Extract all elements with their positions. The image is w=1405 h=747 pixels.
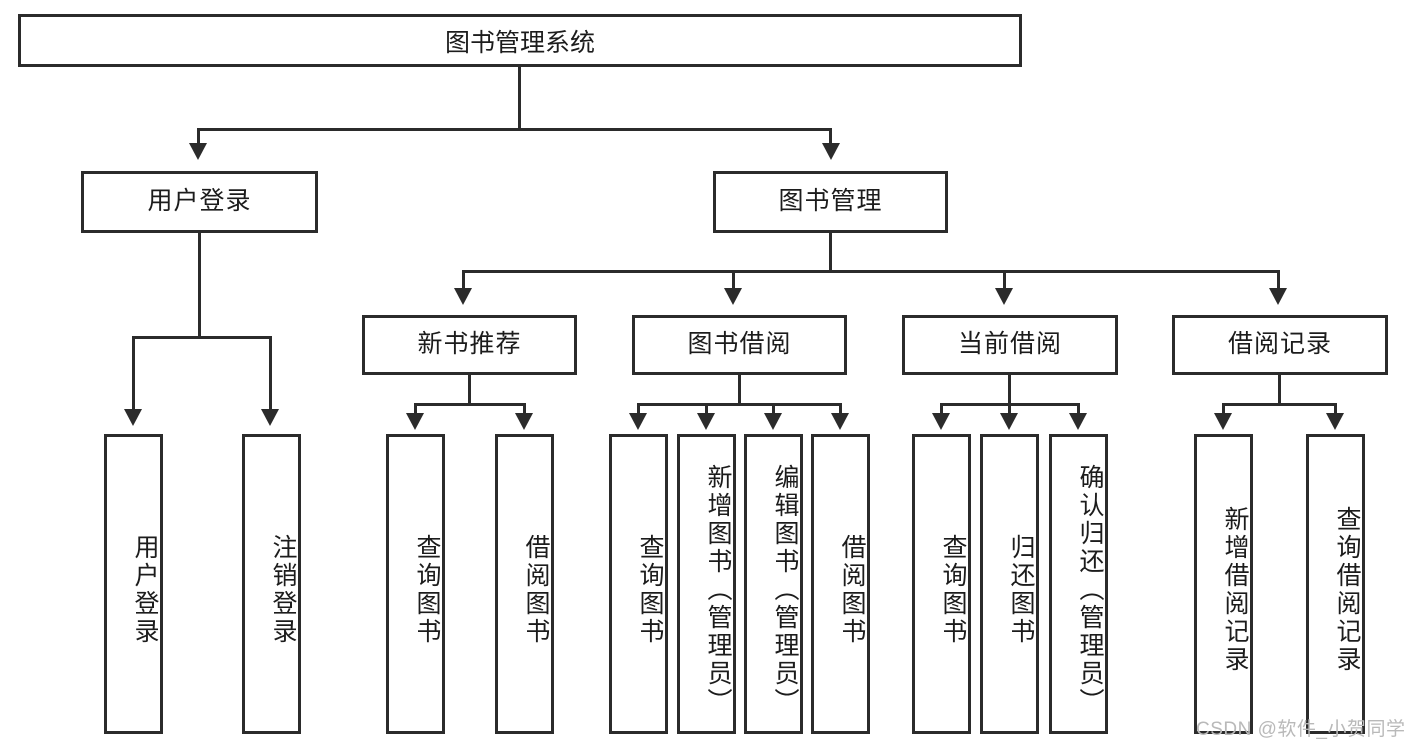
arrow-nbr-leaf-2 [515, 413, 533, 430]
arrow-bb-leaf-3 [764, 413, 782, 430]
leaf-return-book-label: 归还图书 [1007, 534, 1035, 646]
leaf-query-book-3-label: 查询图书 [939, 534, 967, 646]
connector-bb-bus [637, 403, 842, 406]
node-book-borrow-label: 图书借阅 [687, 330, 792, 359]
leaf-edit-book-admin[interactable]: 编辑图书（管理员） [744, 434, 803, 734]
connector-br-bus [1222, 403, 1337, 406]
node-borrow-record[interactable]: 借阅记录 [1172, 315, 1388, 375]
leaf-edit-book-admin-label: 编辑图书（管理员） [771, 464, 799, 716]
leaf-user-login[interactable]: 用户登录 [104, 434, 163, 734]
node-user-login-label: 用户登录 [147, 187, 252, 216]
connector-user-login-drop-2 [269, 336, 272, 411]
node-new-book-recommend[interactable]: 新书推荐 [362, 315, 577, 375]
arrow-bb-leaf-2 [697, 413, 715, 430]
leaf-borrow-book-2[interactable]: 借阅图书 [811, 434, 870, 734]
leaf-query-borrow-record[interactable]: 查询借阅记录 [1306, 434, 1365, 734]
connector-cb-drop-3 [1077, 403, 1080, 415]
arrow-nbr-leaf-1 [406, 413, 424, 430]
leaf-add-book-admin-label: 新增图书（管理员） [704, 464, 732, 716]
connector-bm-drop-3 [1003, 270, 1006, 290]
leaf-confirm-return-admin-label: 确认归还（管理员） [1076, 464, 1104, 716]
arrow-root-to-book-management [822, 143, 840, 160]
node-book-management[interactable]: 图书管理 [713, 171, 948, 233]
arrow-cb-leaf-1 [932, 413, 950, 430]
connector-nbr-bus [414, 403, 526, 406]
arrow-bm-to-current-borrow [995, 288, 1013, 305]
arrow-root-to-user-login [189, 143, 207, 160]
connector-bb-drop-4 [839, 403, 842, 415]
leaf-add-book-admin[interactable]: 新增图书（管理员） [677, 434, 736, 734]
arrow-br-leaf-2 [1326, 413, 1344, 430]
connector-bm-drop-1 [462, 270, 465, 290]
node-new-book-recommend-label: 新书推荐 [417, 330, 522, 359]
leaf-query-book-2[interactable]: 查询图书 [609, 434, 668, 734]
node-book-management-label: 图书管理 [778, 187, 883, 216]
connector-book-management-bus [462, 270, 1280, 273]
connector-bm-drop-4 [1277, 270, 1280, 290]
connector-br-drop-1 [1222, 403, 1225, 415]
connector-cb-drop-2 [1008, 403, 1011, 415]
arrow-user-login-leaf-1 [124, 409, 142, 426]
connector-br-stem [1278, 375, 1281, 405]
connector-nbr-stem [468, 375, 471, 405]
node-user-login[interactable]: 用户登录 [81, 171, 318, 233]
node-borrow-record-label: 借阅记录 [1227, 330, 1332, 359]
connector-cb-drop-1 [940, 403, 943, 415]
csdn-watermark: CSDN @软件_小贺同学 [1196, 719, 1405, 740]
connector-user-login-drop-1 [132, 336, 135, 411]
connector-user-login-bus [132, 336, 272, 339]
leaf-query-book-2-label: 查询图书 [636, 534, 664, 646]
arrow-bm-to-book-borrow [724, 288, 742, 305]
leaf-query-book-1[interactable]: 查询图书 [386, 434, 445, 734]
connector-root-bus [197, 128, 832, 131]
leaf-borrow-book-1-label: 借阅图书 [522, 534, 550, 646]
node-root-label: 图书管理系统 [444, 28, 595, 57]
leaf-add-borrow-record[interactable]: 新增借阅记录 [1194, 434, 1253, 734]
node-book-borrow[interactable]: 图书借阅 [632, 315, 847, 375]
connector-cb-stem [1008, 375, 1011, 405]
leaf-borrow-book-2-label: 借阅图书 [838, 534, 866, 646]
arrow-bb-leaf-1 [629, 413, 647, 430]
connector-bb-drop-1 [637, 403, 640, 415]
arrow-bb-leaf-4 [831, 413, 849, 430]
connector-root-stem [518, 67, 521, 130]
arrow-br-leaf-1 [1214, 413, 1232, 430]
leaf-add-borrow-record-label: 新增借阅记录 [1221, 506, 1249, 674]
node-current-borrow-label: 当前借阅 [957, 330, 1062, 359]
connector-bb-drop-3 [772, 403, 775, 415]
connector-nbr-drop-1 [414, 403, 417, 415]
leaf-confirm-return-admin[interactable]: 确认归还（管理员） [1049, 434, 1108, 734]
arrow-user-login-leaf-2 [261, 409, 279, 426]
connector-bb-drop-2 [705, 403, 708, 415]
connector-root-to-book-management [829, 128, 832, 145]
node-root-system[interactable]: 图书管理系统 [18, 14, 1022, 67]
leaf-query-borrow-record-label: 查询借阅记录 [1333, 506, 1361, 674]
connector-root-to-user-login [197, 128, 200, 145]
connector-book-management-stem [829, 233, 832, 272]
node-current-borrow[interactable]: 当前借阅 [902, 315, 1118, 375]
arrow-bm-to-borrow-record [1269, 288, 1287, 305]
connector-br-drop-2 [1334, 403, 1337, 415]
arrow-cb-leaf-3 [1069, 413, 1087, 430]
connector-bm-drop-2 [732, 270, 735, 290]
leaf-logout-login-label: 注销登录 [269, 534, 297, 646]
leaf-query-book-1-label: 查询图书 [413, 534, 441, 646]
connector-bb-stem [738, 375, 741, 405]
leaf-logout-login[interactable]: 注销登录 [242, 434, 301, 734]
connector-user-login-stem [198, 233, 201, 338]
leaf-query-book-3[interactable]: 查询图书 [912, 434, 971, 734]
leaf-borrow-book-1[interactable]: 借阅图书 [495, 434, 554, 734]
leaf-return-book[interactable]: 归还图书 [980, 434, 1039, 734]
connector-nbr-drop-2 [523, 403, 526, 415]
arrow-bm-to-new-book-recommend [454, 288, 472, 305]
leaf-user-login-label: 用户登录 [131, 534, 159, 646]
arrow-cb-leaf-2 [1000, 413, 1018, 430]
